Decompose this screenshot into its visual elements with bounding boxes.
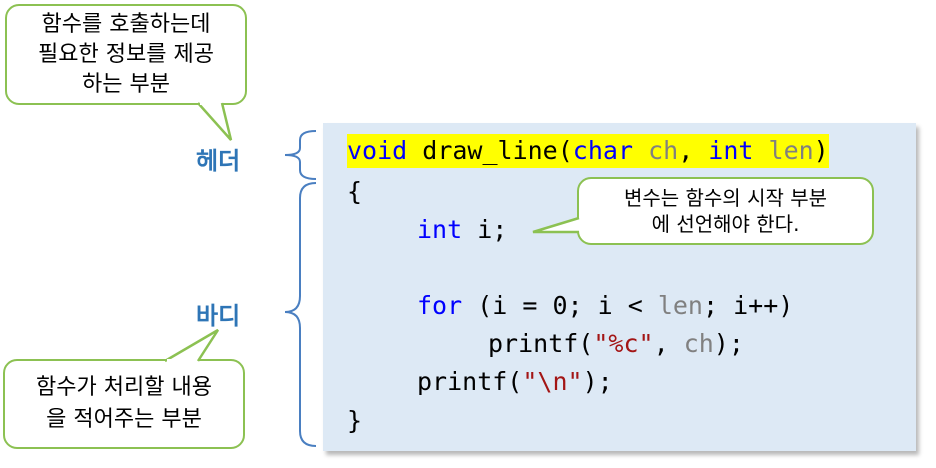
int-keyword: int bbox=[417, 215, 463, 244]
for-condition-end: ; i++) bbox=[702, 291, 794, 320]
for-keyword: for bbox=[417, 291, 463, 320]
header-callout-line-2: 필요한 정보를 제공 bbox=[38, 41, 214, 67]
header-label: 헤더 bbox=[196, 147, 241, 175]
variable-callout-line-2: 에 선언해야 한다. bbox=[651, 212, 800, 236]
int-keyword: int bbox=[708, 136, 754, 165]
void-keyword: void bbox=[347, 136, 408, 165]
printf-call: printf( bbox=[417, 367, 523, 396]
header-callout-line-1: 함수를 호출하는데 bbox=[41, 11, 211, 37]
newline-string: "\n" bbox=[522, 367, 583, 396]
variable-callout-line-1: 변수는 함수의 시작 부분 bbox=[623, 186, 828, 210]
header-callout-tail bbox=[197, 102, 233, 141]
variable-callout-tail bbox=[532, 216, 580, 234]
printf-close: ); bbox=[713, 329, 744, 358]
body-brace bbox=[284, 182, 317, 447]
body-label: 바디 bbox=[196, 302, 241, 330]
param-separator: , bbox=[678, 136, 709, 165]
header-brace bbox=[284, 130, 317, 180]
char-keyword: char bbox=[572, 136, 634, 165]
ch-identifier: ch bbox=[683, 329, 714, 358]
param-len: len bbox=[768, 136, 814, 165]
arg-separator: , bbox=[653, 329, 684, 358]
body-callout-line-1: 함수가 처리할 내용 bbox=[36, 375, 212, 400]
format-string: "%c" bbox=[593, 329, 654, 358]
body-callout-tail bbox=[164, 328, 220, 363]
close-paren: ) bbox=[813, 136, 829, 165]
printf-close: ); bbox=[582, 367, 613, 396]
variable-declaration-line: int i; bbox=[417, 213, 507, 247]
variable-callout: 변수는 함수의 시작 부분 에 선언해야 한다. bbox=[577, 177, 874, 245]
len-identifier: len bbox=[657, 291, 703, 320]
function-header-line: void draw_line(char ch, int len) bbox=[347, 134, 829, 168]
printf-char-line: printf("%c", ch); bbox=[488, 327, 744, 361]
close-brace: } bbox=[347, 406, 363, 435]
variable-i: i; bbox=[462, 215, 508, 244]
for-condition-start: (i = 0; i < bbox=[462, 291, 658, 320]
for-loop-line: for (i = 0; i < len; i++) bbox=[417, 289, 793, 323]
printf-call: printf( bbox=[488, 329, 594, 358]
body-callout-line-2: 을 적어주는 부분 bbox=[46, 407, 202, 432]
body-callout: 함수가 처리할 내용 을 적어주는 부분 bbox=[3, 359, 245, 449]
param-ch: ch bbox=[648, 136, 679, 165]
printf-newline-line: printf("\n"); bbox=[417, 365, 613, 399]
open-brace: { bbox=[347, 177, 363, 206]
header-callout-line-3: 하는 부분 bbox=[82, 71, 170, 97]
function-name: draw_line( bbox=[407, 136, 573, 165]
header-callout: 함수를 호출하는데 필요한 정보를 제공 하는 부분 bbox=[5, 4, 247, 105]
